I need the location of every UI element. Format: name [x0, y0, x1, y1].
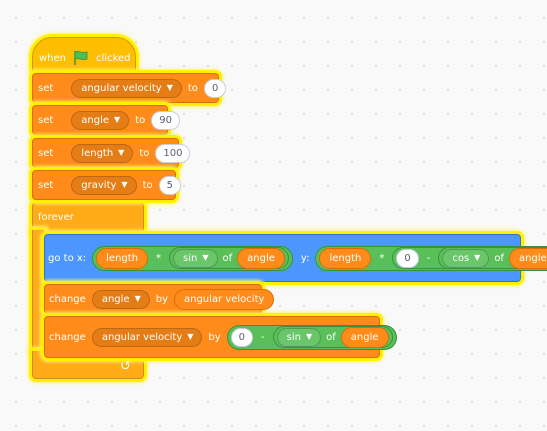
forever-label: forever	[38, 211, 74, 223]
dropdown-arrow-icon: ▼	[474, 253, 481, 262]
sin-of-operator[interactable]: sin ▼ of angle	[169, 247, 289, 269]
set-row-4: set gravity ▼ to 5	[38, 170, 181, 200]
go-to-row: go to x: length * sin ▼ of angle y: leng…	[48, 243, 547, 273]
value-input[interactable]: 100	[155, 143, 191, 163]
subtract-operator[interactable]: 0 - cos ▼ of angle	[392, 247, 547, 269]
green-flag-icon	[74, 50, 88, 65]
multiply-operator-x[interactable]: length * sin ▼ of angle	[92, 245, 293, 271]
to-label: to	[142, 179, 153, 191]
forever-block-arm	[32, 230, 44, 352]
dropdown-arrow-icon: ▼	[202, 253, 209, 262]
dropdown-arrow-icon: ▼	[187, 332, 194, 341]
angle-reporter[interactable]: angle	[237, 247, 285, 269]
loop-arrow-icon: ↺	[120, 359, 131, 374]
angular-velocity-reporter[interactable]: angular velocity	[173, 288, 275, 310]
sin-of-operator[interactable]: sin ▼ of angle	[272, 326, 393, 348]
variable-name: angle	[101, 293, 130, 305]
value-input[interactable]: 5	[158, 175, 181, 195]
of-label: of	[222, 252, 233, 264]
multiply-sign: *	[379, 252, 385, 264]
value-input[interactable]: 0	[203, 78, 227, 98]
multiply-sign: *	[156, 252, 162, 264]
dropdown-arrow-icon: ▼	[121, 180, 128, 189]
variable-name: angular velocity	[81, 82, 162, 94]
change-row-1: change angle ▼ by angular velocity	[49, 284, 275, 314]
to-label: to	[187, 82, 198, 94]
minus-sign: -	[261, 331, 265, 343]
function-dropdown[interactable]: sin ▼	[276, 327, 322, 347]
angle-reporter[interactable]: angle	[340, 326, 389, 348]
clicked-label: clicked	[96, 52, 131, 64]
variable-name: angle	[81, 114, 110, 126]
length-reporter[interactable]: length	[319, 247, 372, 269]
set-row-2: set angle ▼ to 90	[38, 105, 180, 135]
dropdown-arrow-icon: ▼	[118, 148, 125, 157]
y-label: y:	[300, 252, 310, 264]
variable-dropdown[interactable]: angle ▼	[71, 110, 130, 130]
to-label: to	[135, 114, 146, 126]
variable-name: angular velocity	[101, 331, 183, 343]
forever-row: forever	[38, 202, 74, 232]
function-name: sin	[286, 331, 301, 343]
of-label: of	[326, 331, 336, 343]
function-dropdown[interactable]: sin ▼	[173, 248, 218, 268]
forever-block[interactable]	[32, 202, 144, 232]
dropdown-arrow-icon: ▼	[134, 294, 141, 303]
value-input[interactable]: 90	[151, 110, 180, 130]
subtract-operator[interactable]: 0 - sin ▼ of angle	[226, 324, 397, 350]
dropdown-arrow-icon: ▼	[166, 83, 173, 92]
variable-dropdown[interactable]: angle ▼	[91, 289, 150, 309]
change-label: change	[49, 293, 86, 305]
function-name: sin	[183, 252, 198, 264]
variable-dropdown[interactable]: angular velocity ▼	[91, 327, 203, 347]
angle-reporter[interactable]: angle	[508, 247, 547, 269]
by-label: by	[208, 331, 221, 343]
set-row-1: set angular velocity ▼ to 0	[38, 73, 227, 103]
zero-input[interactable]: 0	[396, 248, 419, 268]
minus-sign: -	[426, 252, 431, 264]
variable-dropdown[interactable]: length ▼	[71, 143, 134, 163]
set-label: set	[38, 114, 54, 126]
multiply-operator-y[interactable]: length * 0 - cos ▼ of angle	[315, 245, 547, 271]
zero-input[interactable]: 0	[230, 327, 254, 347]
variable-dropdown[interactable]: gravity ▼	[71, 175, 137, 195]
set-row-3: set length ▼ to 100	[38, 138, 191, 168]
by-label: by	[155, 293, 168, 305]
variable-dropdown[interactable]: angular velocity ▼	[71, 78, 182, 98]
function-dropdown[interactable]: cos ▼	[442, 248, 490, 268]
set-label: set	[38, 147, 54, 159]
when-label: when	[39, 52, 67, 64]
set-angular-velocity-block[interactable]	[32, 73, 219, 103]
dropdown-arrow-icon: ▼	[305, 332, 313, 341]
variable-name: length	[81, 147, 114, 159]
cos-of-operator[interactable]: cos ▼ of angle	[438, 247, 547, 269]
when-flag-row: when clicked	[39, 43, 131, 73]
function-name: cos	[452, 252, 470, 264]
to-label: to	[139, 147, 150, 159]
set-label: set	[38, 82, 54, 94]
change-row-2: change angular velocity ▼ by 0 - sin ▼ o…	[49, 322, 397, 352]
length-reporter[interactable]: length	[96, 247, 149, 269]
dropdown-arrow-icon: ▼	[114, 115, 121, 124]
go-to-x-label: go to x:	[48, 252, 87, 264]
variable-name: gravity	[81, 179, 117, 191]
of-label: of	[494, 252, 504, 264]
change-label: change	[49, 331, 86, 343]
set-label: set	[38, 179, 54, 191]
